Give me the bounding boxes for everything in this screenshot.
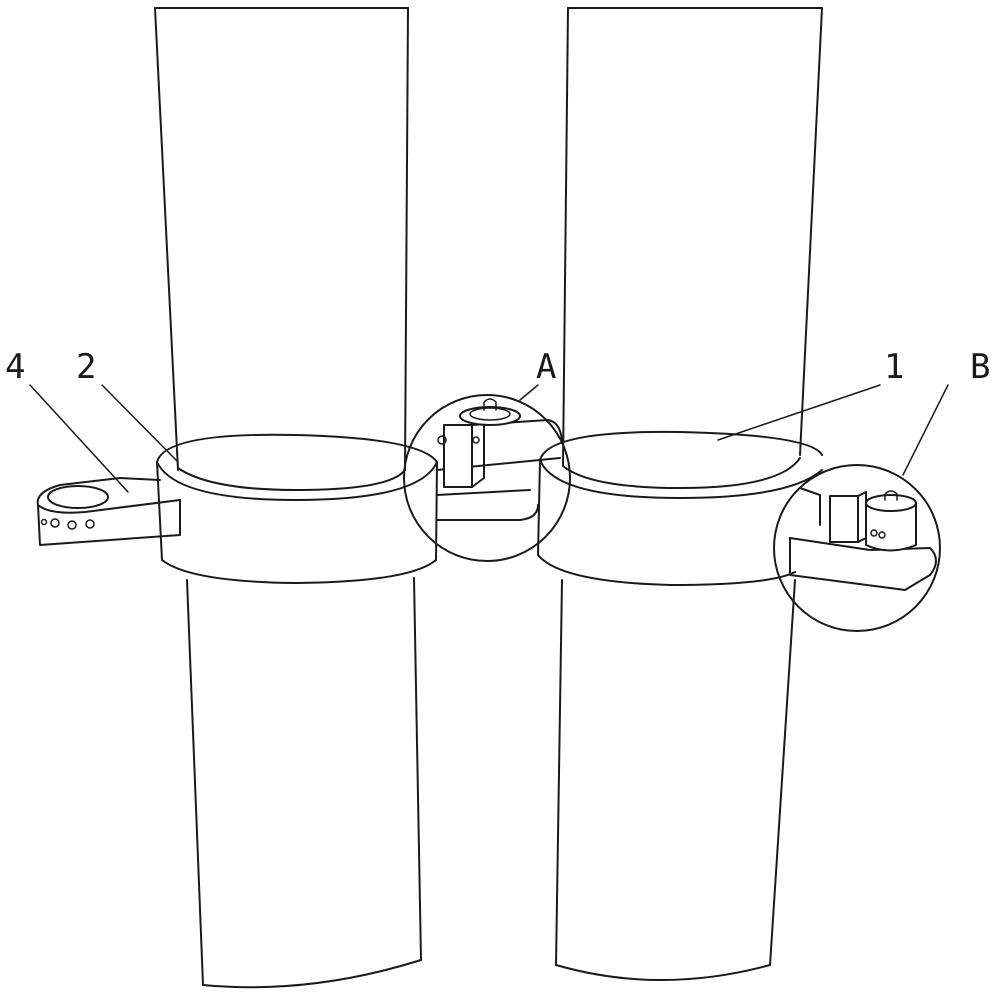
connector-screw-1 [437, 435, 447, 445]
right-arm-screw-2 [878, 531, 886, 539]
right-arm-cylinder-top [865, 494, 917, 512]
right-ring-bottom [537, 554, 796, 586]
leader-line-a [519, 384, 539, 401]
connector-bolt-head [483, 398, 497, 411]
left-arm-top-edge [37, 499, 181, 514]
left-pole-upper-right-edge [404, 7, 409, 471]
connector-screw-2 [472, 436, 480, 444]
connector-block-side [471, 419, 485, 488]
connector-washer [459, 406, 521, 426]
leader-line-2 [101, 384, 179, 463]
right-arm-b [789, 487, 937, 591]
right-arm-block [829, 495, 859, 543]
left-pole [154, 7, 422, 989]
right-arm-bolt-head [884, 490, 898, 501]
connector-mid-edge [436, 489, 531, 496]
left-arm-bolt-1 [50, 518, 60, 528]
leader-line-b [902, 384, 949, 476]
left-clamp-ring [156, 433, 438, 584]
left-ring-bottom [161, 559, 437, 584]
leader-line-4 [29, 384, 129, 493]
right-pole-upper-right-edge [799, 7, 823, 456]
right-ring-top-back [539, 430, 823, 461]
left-ring-left-side [156, 461, 163, 561]
connector-a [436, 398, 563, 521]
right-ring-inner-lip [562, 457, 801, 489]
left-pole-lower-right-edge [413, 577, 422, 961]
left-ring-inner-lip [177, 467, 406, 491]
detail-circle-b [773, 464, 941, 632]
connector-block [443, 424, 473, 488]
label-detail-a: A [536, 347, 556, 387]
left-arm [36, 477, 181, 546]
right-arm-plate [789, 537, 937, 591]
right-ring-left-side [537, 459, 541, 556]
label-part-1: 1 [884, 347, 904, 387]
right-arm-clip [799, 487, 821, 526]
left-arm-outline [36, 477, 181, 546]
connector-washer-inner [469, 407, 511, 421]
right-pole [555, 7, 823, 981]
leader-line-1 [717, 384, 881, 441]
left-arm-hole [47, 485, 109, 509]
right-pole-bottom-edge [555, 964, 771, 981]
left-pole-lower-left-edge [186, 579, 204, 986]
connector-plate [471, 419, 563, 441]
detail-circle-a [403, 394, 571, 562]
right-pole-lower-left-edge [555, 579, 563, 966]
left-ring-top-back [156, 433, 438, 463]
right-pole-lower-right-edge [769, 579, 796, 966]
right-pole-upper-left-edge [562, 7, 569, 466]
leader-lines [29, 384, 949, 493]
left-ring-top-front [156, 461, 438, 501]
label-part-2: 2 [76, 347, 96, 387]
label-detail-b: B [970, 347, 990, 387]
right-arm-screw-1 [870, 529, 878, 537]
left-arm-pin [40, 518, 48, 526]
left-pole-upper-left-edge [154, 7, 179, 471]
label-part-4: 4 [5, 347, 25, 387]
right-clamp-ring [537, 430, 823, 586]
connector-lower-edge [436, 504, 539, 521]
left-arm-bolt-3 [85, 519, 95, 529]
left-arm-bolt-2 [67, 520, 77, 530]
right-arm-block-side [857, 491, 867, 543]
left-pole-bottom-edge [202, 959, 422, 989]
right-ring-top-front [539, 459, 823, 499]
